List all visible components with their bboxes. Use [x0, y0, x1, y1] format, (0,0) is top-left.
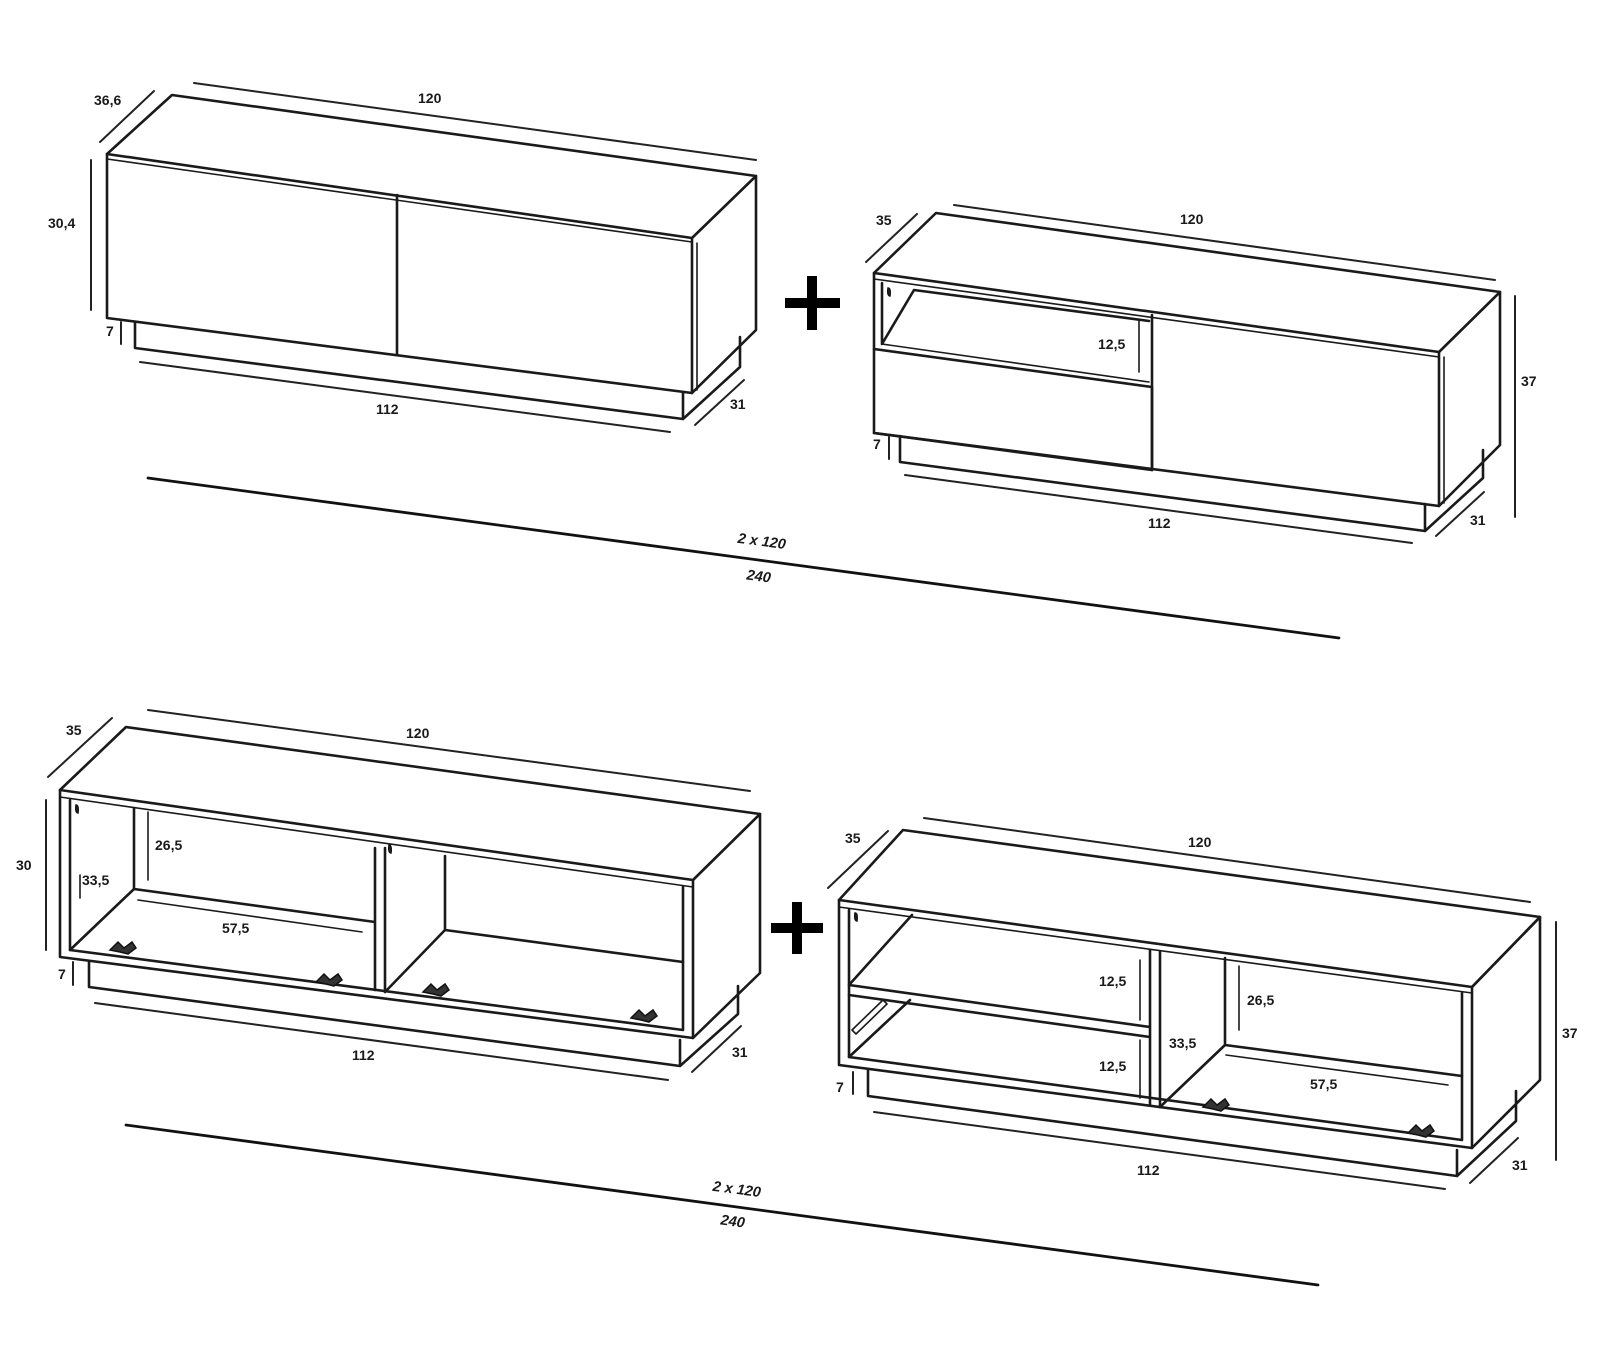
height-label: 37 [1521, 373, 1537, 389]
width-label: 120 [1180, 211, 1204, 227]
bottom-total-dimension: 2 x 120 240 [124, 1123, 1320, 1287]
total-formula-label: 2 x 120 [736, 531, 787, 553]
shelf-height-top-label: 12,5 [1099, 973, 1126, 989]
plus-sign-bottom [771, 902, 823, 954]
height-label: 30 [16, 857, 32, 873]
bottom-right-cabinet [837, 828, 1542, 1178]
width-label: 120 [418, 90, 442, 106]
bottom-left-cabinet [58, 725, 762, 1068]
plinth-width-label: 112 [1137, 1162, 1160, 1178]
cabinet-plinth [898, 434, 1485, 533]
total-width-line [124, 1123, 1320, 1287]
cabinet-front-face [105, 152, 694, 395]
cabinet-plinth [133, 320, 742, 421]
drawer-front [872, 347, 1154, 472]
depth-label: 36,6 [94, 92, 121, 108]
cabinet-top-face [872, 211, 1502, 354]
cabinet-side-face [691, 812, 762, 1040]
plinth-width-label: 112 [376, 401, 399, 417]
top-right-cabinet [872, 211, 1502, 533]
total-width-label: 240 [719, 1212, 746, 1231]
plinth-height-label: 7 [873, 436, 881, 452]
cabinet-side-face [690, 174, 758, 395]
total-width-label: 240 [745, 567, 772, 586]
cabinet-side-face [1437, 290, 1502, 508]
depth-label: 35 [876, 212, 892, 228]
handle-icon [1406, 1123, 1436, 1138]
shelf-height-bottom-label: 12,5 [1099, 1058, 1126, 1074]
open-shelf [880, 281, 1151, 346]
cabinet-plinth [866, 1068, 1518, 1178]
handle-icon [1201, 1097, 1231, 1112]
plinth-depth-label: 31 [1512, 1157, 1528, 1173]
inner-depth-label: 33,5 [1169, 1035, 1196, 1051]
depth-label: 35 [66, 722, 82, 738]
handle-icon [421, 982, 451, 997]
cabinet-side-face [1470, 915, 1542, 1150]
plinth-depth-label: 31 [730, 396, 746, 412]
bottom-left-dimensions: 35 120 30 26,5 33,5 57,5 7 112 31 [16, 709, 751, 1081]
shelf-height-label: 12,5 [1098, 336, 1125, 352]
cabinet-front-face [872, 271, 1441, 508]
total-width-line [146, 476, 1341, 640]
cabinet-inner-frame [68, 798, 685, 1032]
handle-icon [314, 972, 344, 987]
width-label: 120 [1188, 834, 1212, 850]
cabinet-front-frame [58, 788, 695, 1040]
cabinet-plinth [87, 960, 740, 1068]
handle-icon [108, 940, 138, 955]
inner-height-label: 26,5 [1247, 992, 1274, 1008]
right-compartment [383, 846, 685, 994]
plus-sign-top [785, 276, 840, 330]
inner-width-label: 57,5 [222, 920, 249, 936]
right-compartment [1158, 956, 1464, 1109]
left-shelves [847, 913, 1162, 1109]
plinth-depth-label: 31 [732, 1044, 748, 1060]
drawer-runner [851, 999, 888, 1035]
plinth-height-label: 7 [836, 1079, 844, 1095]
top-total-dimension: 2 x 120 240 [146, 476, 1341, 640]
cabinet-front-frame [837, 898, 1474, 1150]
total-formula-label: 2 x 120 [711, 1179, 762, 1201]
inner-width-label: 57,5 [1310, 1076, 1337, 1092]
plinth-height-label: 7 [106, 323, 114, 339]
plinth-width-label: 112 [1148, 515, 1171, 531]
plinth-height-label: 7 [58, 966, 66, 982]
cabinet-top-face [837, 828, 1542, 989]
inner-depth-label: 33,5 [82, 872, 109, 888]
height-label: 37 [1562, 1025, 1578, 1041]
handle-icon [629, 1008, 659, 1023]
plinth-width-label: 112 [352, 1047, 375, 1063]
left-compartment [68, 806, 377, 992]
top-right-dimensions: 35 120 37 12,5 7 112 31 [865, 204, 1537, 544]
inner-height-label: 26,5 [155, 837, 182, 853]
top-left-dimensions: 36,6 120 30,4 7 112 31 [48, 82, 757, 433]
plinth-depth-label: 31 [1470, 512, 1486, 528]
width-label: 120 [406, 725, 430, 741]
cabinet-top-face [58, 725, 762, 882]
bottom-right-dimensions: 35 120 37 12,5 12,5 26,5 33,5 57,5 7 112… [827, 817, 1578, 1190]
depth-label: 35 [845, 830, 861, 846]
top-left-cabinet [105, 93, 758, 421]
height-label: 30,4 [48, 215, 75, 231]
